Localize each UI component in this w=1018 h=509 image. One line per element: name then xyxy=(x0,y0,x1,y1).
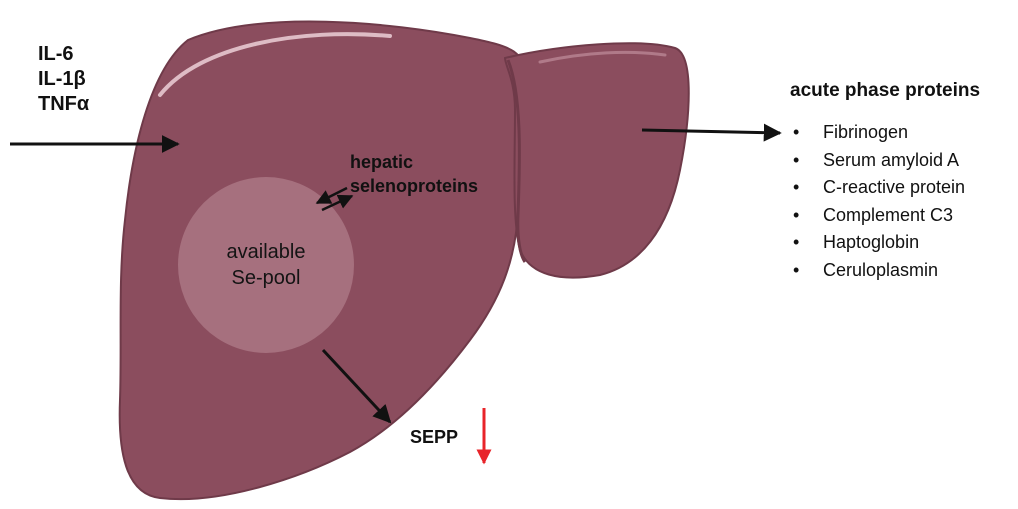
sepp-label: SEPP xyxy=(410,427,458,448)
bullet-icon: • xyxy=(793,119,823,147)
list-item: •Complement C3 xyxy=(793,202,965,230)
bullet-icon: • xyxy=(793,257,823,285)
se-pool-label-line1: available xyxy=(180,239,352,265)
acute-phase-item: C-reactive protein xyxy=(823,177,965,197)
bullet-icon: • xyxy=(793,174,823,202)
acute-phase-list: •Fibrinogen •Serum amyloid A •C-reactive… xyxy=(793,119,965,284)
liver-right-lobe xyxy=(505,43,689,277)
hepatic-label-line2: selenoproteins xyxy=(350,174,478,198)
acute-phase-title: acute phase proteins xyxy=(790,80,980,102)
cytokine-labels: IL-6 IL-1β TNFα xyxy=(38,42,89,117)
hepatic-selenoproteins-label: hepatic selenoproteins xyxy=(350,150,478,198)
bullet-icon: • xyxy=(793,229,823,257)
acute-phase-item: Fibrinogen xyxy=(823,122,908,142)
acute-phase-item: Ceruloplasmin xyxy=(823,260,938,280)
list-item: •Ceruloplasmin xyxy=(793,257,965,285)
cytokine-tnfa: TNFα xyxy=(38,92,89,117)
list-item: •Serum amyloid A xyxy=(793,147,965,175)
acute-phase-item: Haptoglobin xyxy=(823,232,919,252)
list-item: •Fibrinogen xyxy=(793,119,965,147)
se-pool-label: available Se-pool xyxy=(180,239,352,291)
acute-phase-item: Serum amyloid A xyxy=(823,150,959,170)
list-item: •C-reactive protein xyxy=(793,174,965,202)
bullet-icon: • xyxy=(793,147,823,175)
list-item: •Haptoglobin xyxy=(793,229,965,257)
acute-phase-item: Complement C3 xyxy=(823,205,953,225)
cytokine-il6: IL-6 xyxy=(38,42,89,67)
bullet-icon: • xyxy=(793,202,823,230)
cytokine-il1b: IL-1β xyxy=(38,67,89,92)
hepatic-label-line1: hepatic xyxy=(350,150,478,174)
se-pool-label-line2: Se-pool xyxy=(180,265,352,291)
